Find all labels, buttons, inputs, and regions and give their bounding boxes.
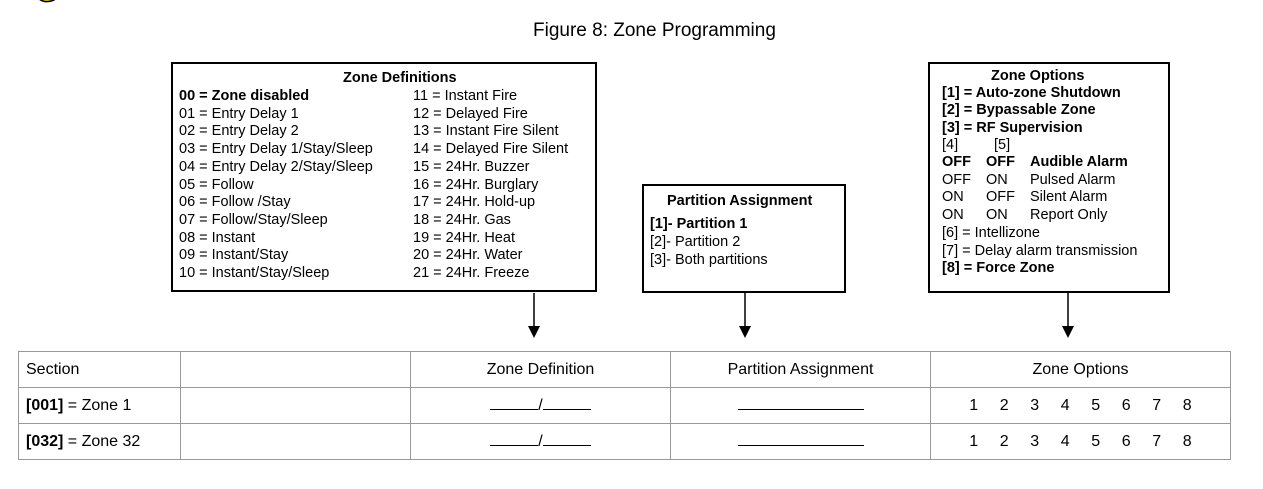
arrow-down-icon: [739, 293, 751, 338]
option-number: 7: [1152, 432, 1162, 450]
option-number: 5: [1091, 396, 1101, 414]
zone-definitions-title: Zone Definitions: [343, 70, 457, 86]
zone-option-3: [3] = RF Supervision: [942, 120, 1083, 136]
alarm-option-5-value: OFF: [986, 154, 1015, 170]
zone-definition-item: 16 = 24Hr. Burglary: [413, 176, 539, 193]
zone-option-1: [1] = Auto-zone Shutdown: [942, 85, 1121, 101]
section-code: [001]: [26, 396, 64, 414]
option-number: 4: [1060, 396, 1070, 414]
zone-definition-item: 08 = Instant: [179, 229, 256, 246]
zone-options-header: Zone Options: [930, 351, 1231, 388]
option-number: 7: [1152, 396, 1162, 414]
partition-option: [3]- Both partitions: [650, 252, 768, 268]
section-label: = Zone 1: [63, 396, 132, 414]
zone-options-title: Zone Options: [991, 68, 1085, 84]
alarm-option-4-value: ON: [942, 189, 964, 206]
zone-definition-item: 18 = 24Hr. Gas: [413, 211, 511, 228]
alarm-option-label: Silent Alarm: [1030, 189, 1108, 206]
zone-option-2: [2] = Bypassable Zone: [942, 102, 1096, 118]
zone-option-4-header: [4]: [942, 137, 959, 153]
table-header-row: Section Zone Definition Partition Assign…: [18, 351, 1231, 388]
partition-assignment-field[interactable]: [670, 387, 931, 424]
partition-option: [2]- Partition 2: [650, 234, 741, 250]
slash-separator: /: [538, 396, 543, 414]
zone-definition-item: 00 = Zone disabled: [179, 88, 310, 104]
option-number: 6: [1121, 396, 1131, 414]
section-code: [032]: [26, 432, 64, 450]
partition-assignment-header: Partition Assignment: [670, 351, 931, 388]
zone-definition-item: 03 = Entry Delay 1/Stay/Sleep: [179, 141, 373, 158]
option-number: 1: [969, 432, 979, 450]
zone-definition-item: 21 = 24Hr. Freeze: [413, 265, 530, 281]
zone-definition-header: Zone Definition: [410, 351, 671, 388]
alarm-option-label: Pulsed Alarm: [1030, 171, 1116, 188]
arrow-down-icon: [1062, 293, 1074, 338]
empty-cell: [180, 423, 411, 460]
zone-programming-table: Section Zone Definition Partition Assign…: [18, 351, 1231, 460]
partition-option: [1]- Partition 1: [650, 216, 748, 232]
zone-definition-item: 01 = Entry Delay 1: [179, 105, 299, 122]
zone-definition-item: 20 = 24Hr. Water: [413, 247, 523, 264]
zone-definition-item: 04 = Entry Delay 2/Stay/Sleep: [179, 158, 373, 175]
option-number: 8: [1182, 432, 1192, 450]
zone-definition-item: 14 = Delayed Fire Silent: [413, 141, 569, 158]
zone-definition-item: 13 = Instant Fire Silent: [413, 123, 559, 140]
option-number: 6: [1121, 432, 1131, 450]
zone-option-7: [7] = Delay alarm transmission: [942, 243, 1138, 259]
slash-separator: /: [538, 432, 543, 450]
partition-assignment-title: Partition Assignment: [667, 193, 813, 209]
alarm-option-5-value: OFF: [986, 189, 1015, 206]
option-number: 3: [1030, 396, 1040, 414]
table-row: [001] = Zone 1 / 1 2 3 4 5 6 7 8: [18, 387, 1231, 424]
zone-option-8: [8] = Force Zone: [942, 260, 1055, 276]
zone-definition-field[interactable]: /: [410, 423, 671, 460]
zone-definition-item: 17 = 24Hr. Hold-up: [413, 194, 536, 211]
alarm-option-label: Audible Alarm: [1030, 154, 1128, 170]
alarm-option-label: Report Only: [1030, 207, 1108, 224]
partition-assignment-box: Partition Assignment [1]- Partition 1 [2]…: [642, 184, 846, 293]
section-label: = Zone 32: [63, 432, 141, 450]
zone-options-box: Zone Options [1] = Auto-zone Shutdown [2…: [928, 62, 1170, 293]
zone-option-5-header: [5]: [994, 137, 1011, 153]
zone-definition-item: 15 = 24Hr. Buzzer: [413, 158, 530, 175]
figure-title: Figure 8: Zone Programming: [533, 20, 776, 41]
zone-definition-item: 10 = Instant/Stay/Sleep: [179, 265, 330, 281]
pencil-icon: [39, 0, 56, 3]
zone-definition-item: 05 = Follow: [179, 176, 254, 193]
alarm-option-5-value: ON: [986, 207, 1008, 224]
section-cell: [001] = Zone 1: [18, 387, 181, 424]
alarm-option-4-value: ON: [942, 207, 964, 224]
option-number: 2: [999, 396, 1009, 414]
zone-definition-item: 02 = Entry Delay 2: [179, 123, 299, 140]
option-number: 8: [1182, 396, 1192, 414]
option-number: 4: [1060, 432, 1070, 450]
zone-options-field[interactable]: 1 2 3 4 5 6 7 8: [930, 387, 1231, 424]
option-number: 2: [999, 432, 1009, 450]
alarm-option-4-value: OFF: [942, 154, 971, 170]
zone-definition-item: 09 = Instant/Stay: [179, 247, 289, 264]
zone-definition-item: 19 = 24Hr. Heat: [413, 229, 515, 246]
section-header: Section: [18, 351, 181, 388]
empty-cell: [180, 387, 411, 424]
zone-definition-item: 06 = Follow /Stay: [179, 194, 291, 211]
zone-definition-item: 12 = Delayed Fire: [413, 105, 528, 122]
zone-definition-item: 11 = Instant Fire: [413, 88, 518, 104]
option-number: 5: [1091, 432, 1101, 450]
empty-header-cell: [180, 351, 411, 388]
zone-definition-item: 07 = Follow/Stay/Sleep: [179, 211, 328, 228]
zone-option-6: [6] = Intellizone: [942, 225, 1040, 241]
section-cell: [032] = Zone 32: [18, 423, 181, 460]
table-row: [032] = Zone 32 / 1 2 3 4 5 6 7 8: [18, 423, 1231, 460]
option-number: 3: [1030, 432, 1040, 450]
alarm-option-4-value: OFF: [942, 171, 971, 188]
zone-options-field[interactable]: 1 2 3 4 5 6 7 8: [930, 423, 1231, 460]
option-number: 1: [969, 396, 979, 414]
arrow-down-icon: [528, 293, 540, 338]
partition-assignment-field[interactable]: [670, 423, 931, 460]
zone-definition-field[interactable]: /: [410, 387, 671, 424]
alarm-option-5-value: ON: [986, 171, 1008, 188]
